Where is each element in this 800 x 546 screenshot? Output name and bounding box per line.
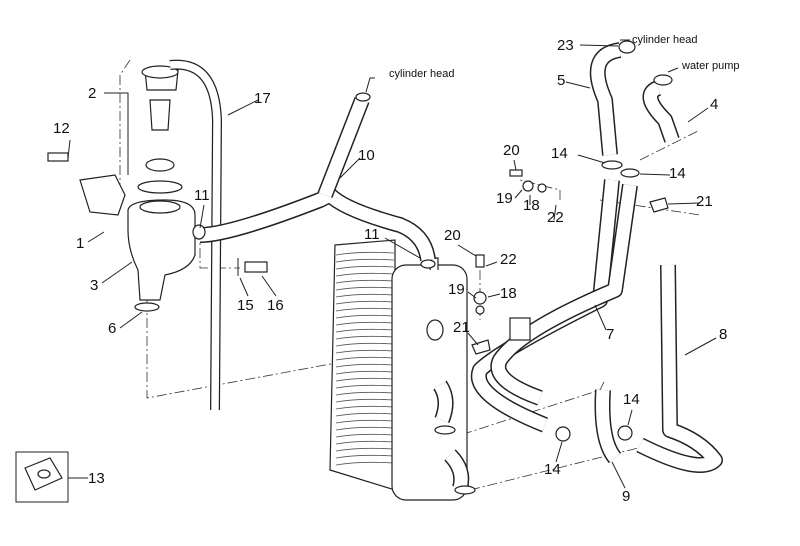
bolt-16: [244, 261, 268, 273]
radiator-fin: [335, 433, 395, 438]
callout-3: 3: [90, 277, 99, 294]
radiator-fin: [335, 356, 395, 361]
radiator-fin: [335, 440, 395, 445]
radiator-fin: [335, 328, 395, 333]
callout-14: 14: [669, 165, 686, 182]
callout-21: 21: [696, 193, 713, 210]
callout-15: 15: [237, 297, 254, 314]
callout-8: 8: [719, 326, 728, 343]
radiator-fin: [335, 314, 395, 319]
callout-14: 14: [551, 145, 568, 162]
callout-10: 10: [358, 147, 375, 164]
callout-14: 14: [623, 391, 640, 408]
radiator-fin: [335, 293, 395, 298]
radiator-fin: [335, 300, 395, 305]
note-water-pump: water pump: [682, 60, 740, 72]
radiator: [329, 239, 476, 501]
callout-9: 9: [622, 488, 631, 505]
callout-1: 1: [76, 235, 85, 252]
callout-7: 7: [606, 326, 615, 343]
radiator-fin: [335, 279, 395, 284]
radiator-fin: [335, 461, 395, 466]
radiator-fin: [335, 321, 395, 326]
radiator-fin: [335, 272, 395, 277]
callout-19: 19: [496, 190, 513, 207]
callout-6: 6: [108, 320, 117, 337]
callout-11: 11: [364, 226, 380, 243]
radiator-fin: [335, 405, 395, 410]
callout-18: 18: [523, 197, 540, 214]
radiator-fin: [335, 398, 395, 403]
radiator-fin: [335, 286, 395, 291]
radiator-fin: [335, 419, 395, 424]
radiator-fin: [335, 307, 395, 312]
note-cylinder-head: cylinder head: [632, 34, 698, 46]
expansion-tank: [47, 65, 196, 312]
radiator-fin: [335, 349, 395, 354]
callout-21: 21: [453, 319, 470, 336]
callout-11: 11: [194, 187, 210, 204]
radiator-fin: [335, 412, 395, 417]
radiator-fin: [335, 384, 395, 389]
radiator-fin: [335, 454, 395, 459]
leader-lines: [67, 39, 717, 489]
callout-19: 19: [448, 281, 465, 298]
callout-2: 2: [88, 85, 97, 102]
clamps: [192, 40, 673, 442]
callout-4: 4: [710, 96, 719, 113]
note-cylinder-head: cylinder head: [389, 68, 455, 80]
radiator-fin: [335, 426, 395, 431]
callout-16: 16: [267, 297, 284, 314]
radiator-fin: [335, 391, 395, 396]
callout-13: 13: [88, 470, 105, 487]
bracket-21: [509, 317, 531, 341]
callout-17: 17: [254, 90, 271, 107]
callout-5: 5: [557, 72, 566, 89]
radiator-fin: [335, 370, 395, 375]
radiator-fin: [335, 251, 395, 256]
radiator-fin: [335, 342, 395, 347]
callout-18: 18: [500, 285, 517, 302]
radiator-fin: [335, 265, 395, 270]
radiator-fin: [335, 335, 395, 340]
callout-20: 20: [503, 142, 520, 159]
callout-14: 14: [544, 461, 561, 478]
radiator-fin: [335, 363, 395, 368]
radiator-fin: [335, 258, 395, 263]
radiator-fin: [335, 377, 395, 382]
callout-22: 22: [547, 209, 564, 226]
callout-12: 12: [53, 120, 70, 137]
callout-20: 20: [444, 227, 461, 244]
callout-22: 22: [500, 251, 517, 268]
callout-23: 23: [557, 37, 574, 54]
radiator-fin: [335, 447, 395, 452]
